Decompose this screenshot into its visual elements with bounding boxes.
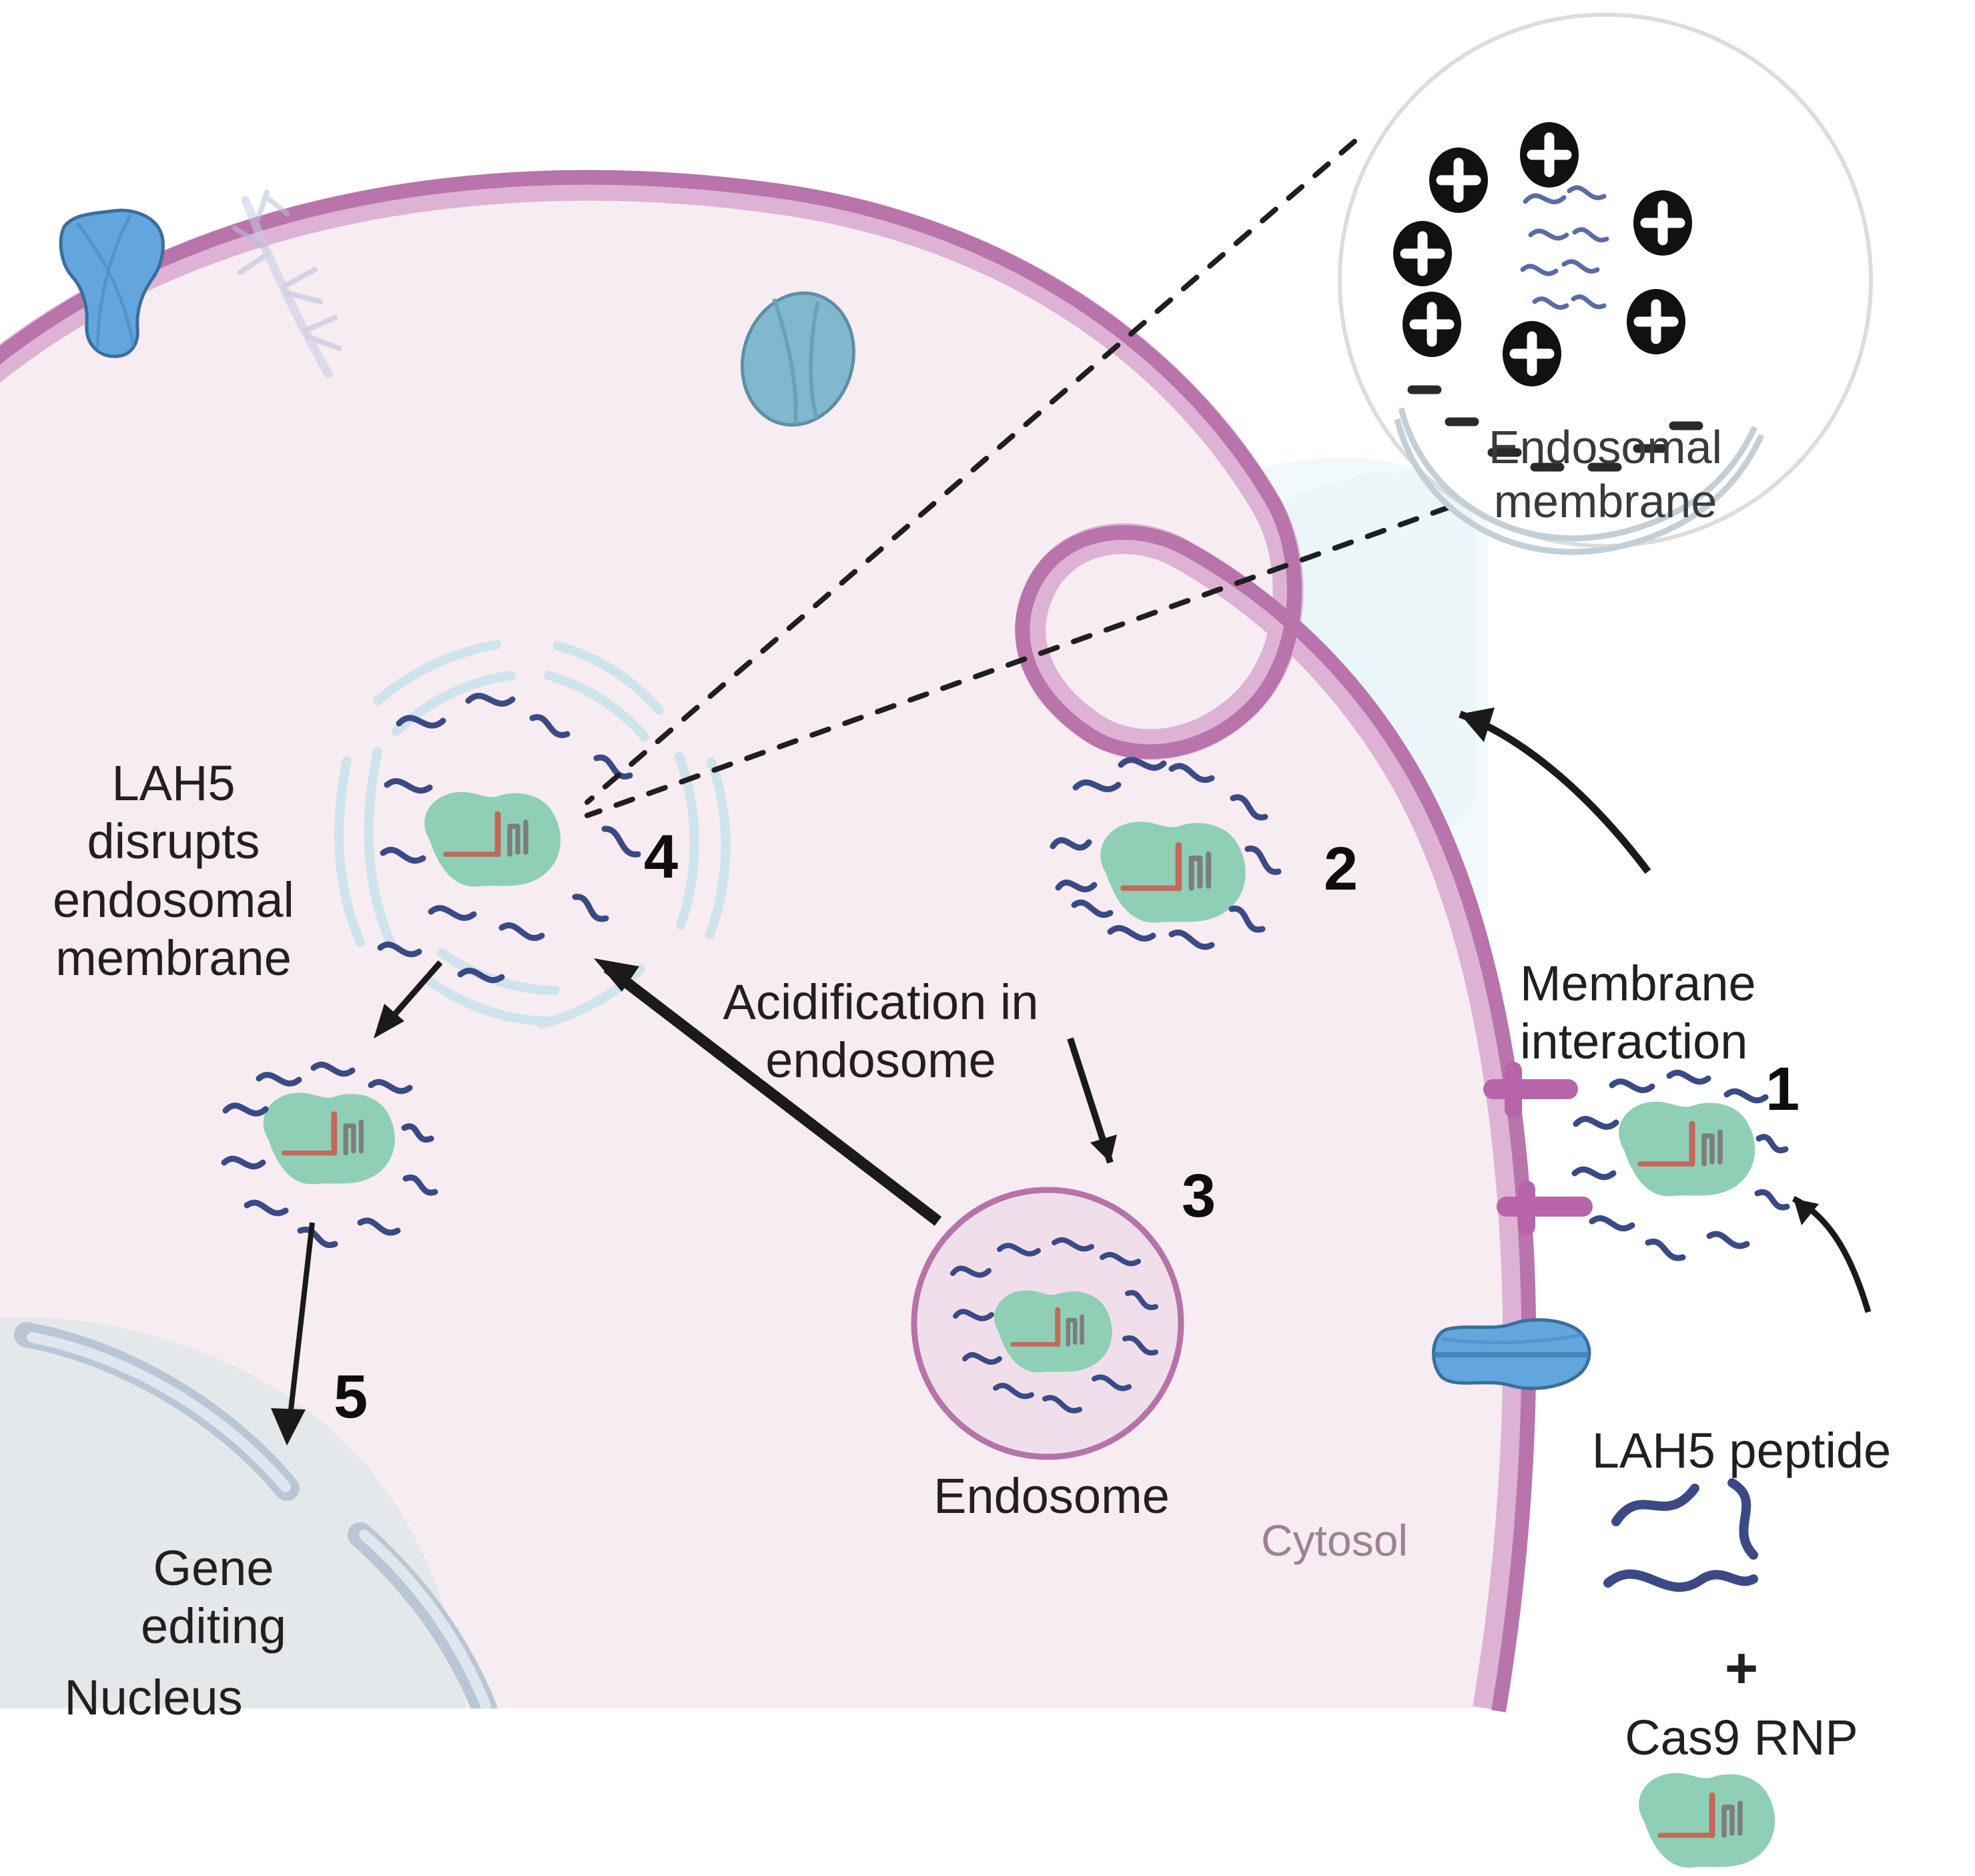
glycoprotein-branched: [232, 190, 342, 378]
label-acidification: Acidification in endosome: [723, 974, 1039, 1088]
label-cytosol: Cytosol: [1261, 1516, 1409, 1565]
legend-rnp-icon: [1639, 1773, 1775, 1868]
rnp-complex-step2: [1050, 757, 1282, 950]
step-number-2: 2: [1324, 835, 1358, 903]
inset-minus-charges: [1407, 385, 1703, 472]
arrow-burst-to-rnp: [374, 960, 443, 1038]
endosome: [911, 1187, 1184, 1460]
label-nucleus: Nucleus: [64, 1670, 243, 1725]
rnp-complex-step1: [1571, 1069, 1790, 1261]
disrupting-endosome-burst: [334, 640, 731, 1028]
step-number-4: 4: [644, 823, 679, 891]
step-number-3: 3: [1182, 1162, 1216, 1230]
arrow-step1-to-step2: [1792, 1195, 1872, 1313]
membrane-receptor-stubs: [1483, 1062, 1593, 1235]
arrow-into-invagination: [1459, 707, 1651, 874]
plasma-membrane-outer: [0, 170, 1537, 1712]
inset-callout: [584, 13, 1873, 818]
label-membrane-interaction: Membrane interaction: [1520, 956, 1756, 1070]
step-number-1: 1: [1765, 1055, 1800, 1123]
rnp-complex-cytosol: [221, 1061, 438, 1249]
legend-peptide-squiggles: [1603, 1478, 1758, 1592]
inset-membrane-arc: [1398, 407, 1758, 541]
arrow-endosome-to-burst: [594, 958, 942, 1226]
arrow-rnp-to-nucleus: [271, 1222, 315, 1446]
membrane-channel-protein-right: [1432, 1318, 1591, 1390]
step-number-5: 5: [334, 1363, 368, 1431]
label-endosome: Endosome: [933, 1468, 1170, 1524]
label-lah5-disrupts: LAH5 disrupts endosomal membrane: [52, 755, 294, 986]
label-plus-combiner: +: [1724, 1636, 1759, 1700]
arrow-invagination-to-endosome: [1067, 1037, 1117, 1164]
label-cas9-rnp: Cas9 RNP: [1625, 1710, 1858, 1765]
nucleus: [0, 1317, 497, 1708]
inset-label-endosomal-membrane: Endosomal membrane: [1488, 421, 1723, 527]
inset-plus-charges: [1393, 122, 1692, 386]
label-gene-editing: Gene editing: [140, 1540, 287, 1654]
membrane-protein-teal-oval: [740, 291, 856, 427]
label-lah5-peptide: LAH5 peptide: [1591, 1423, 1892, 1478]
membrane-channel-protein-top-left: [59, 208, 165, 358]
plasma-membrane-inner: [0, 170, 1534, 1711]
